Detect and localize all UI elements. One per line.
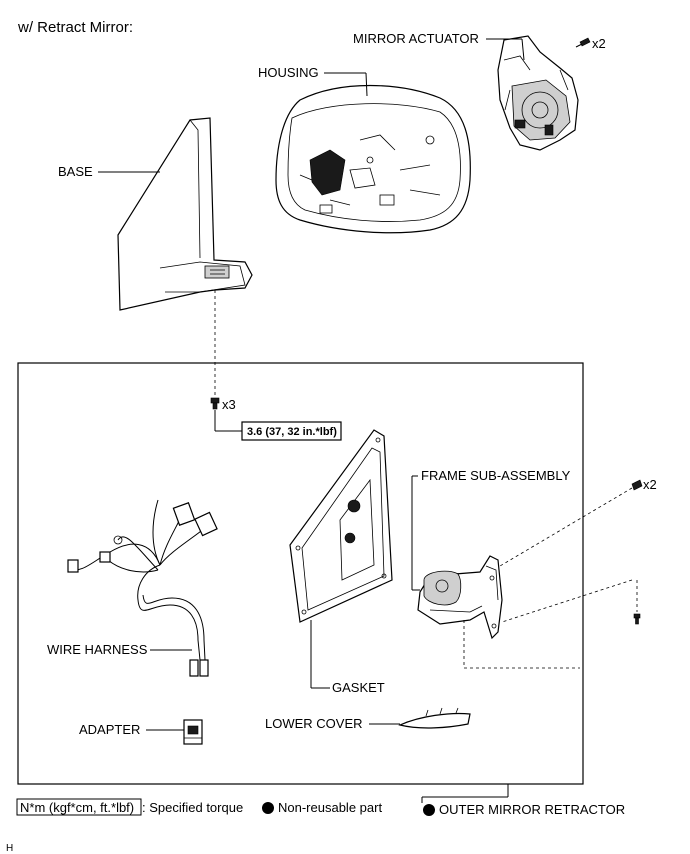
legend-non-reusable: Non-reusable part xyxy=(278,800,382,815)
gasket-part xyxy=(289,429,393,623)
corner-mark: H xyxy=(6,843,13,854)
base-bolt-quantity: x3 xyxy=(222,397,236,412)
gasket-label: GASKET xyxy=(332,680,385,695)
legend-assembly-name: OUTER MIRROR RETRACTOR xyxy=(439,802,625,817)
frame-screw-dash-upper xyxy=(499,487,633,567)
legend-torque-desc: : Specified torque xyxy=(142,800,243,815)
adapter-label: ADAPTER xyxy=(79,722,140,737)
non-reusable-bullet-icon xyxy=(262,802,274,814)
torque-spec-box xyxy=(241,421,342,441)
frame-screw-dash-lower xyxy=(501,579,633,623)
housing-label: HOUSING xyxy=(258,65,319,80)
mirror-actuator-leader-drop xyxy=(521,38,525,61)
retractor-kit-frame xyxy=(17,362,584,785)
diagram-title: w/ Retract Mirror: xyxy=(17,19,133,36)
base-label: BASE xyxy=(58,164,93,179)
housing-leader-drop xyxy=(365,72,368,97)
frame-screw-icon xyxy=(631,479,643,491)
frame-sub-assembly-part xyxy=(417,555,503,640)
wire-harness-label: WIRE HARNESS xyxy=(47,642,148,657)
base-part xyxy=(117,117,253,311)
lower-cover-part xyxy=(398,707,471,729)
base-bolt-icon xyxy=(210,397,220,410)
mirror-actuator-label: MIRROR ACTUATOR xyxy=(353,31,479,46)
lower-cover-label: LOWER COVER xyxy=(265,716,363,731)
frame-screw-quantity: x2 xyxy=(643,477,657,492)
torque-spec-value: 3.6 (37, 32 in.*lbf) xyxy=(247,426,337,438)
frame-lower-screw-icon xyxy=(633,613,641,625)
housing-part xyxy=(275,84,471,234)
adapter-part xyxy=(183,719,203,745)
wire-harness-part xyxy=(67,499,218,677)
legend-torque-box xyxy=(16,798,142,816)
actuator-screw-quantity: x2 xyxy=(592,36,606,51)
mirror-actuator-part xyxy=(497,35,579,151)
frame-sub-assembly-label: FRAME SUB-ASSEMBLY xyxy=(421,468,571,483)
actuator-screw-icon xyxy=(575,37,591,48)
legend-torque-unit: N*m (kgf*cm, ft.*lbf) xyxy=(20,800,134,815)
assembly-bullet-icon xyxy=(423,804,435,816)
